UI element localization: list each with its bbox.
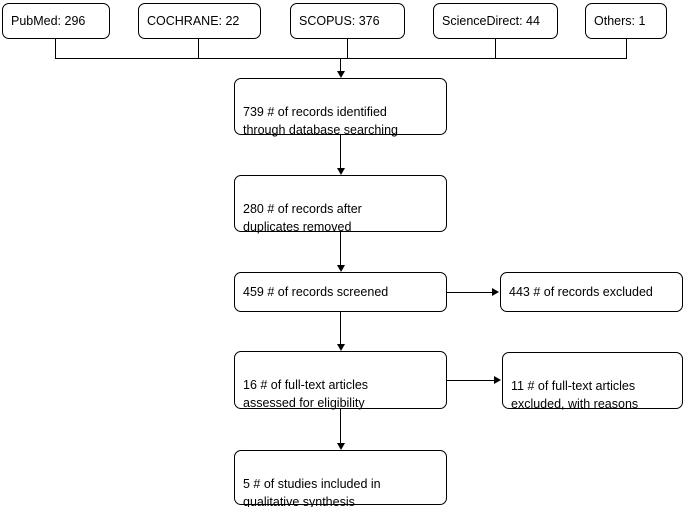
flow-box-full-text-assessed: 16 # of full-text articles assessed for … [234, 351, 447, 410]
source-box-cochrane: COCHRANE: 22 [138, 3, 261, 39]
source-box-scopus: SCOPUS: 376 [290, 3, 405, 39]
source-label-others: Others: 1 [594, 14, 646, 28]
connector-bus-to-records-identified [340, 58, 341, 72]
source-label-sciencedirect: ScienceDirect: 44 [442, 14, 540, 28]
source-box-sciencedirect: ScienceDirect: 44 [433, 3, 558, 39]
connector-fulltext-to-included [340, 409, 341, 443]
source-label-pubmed: PubMed: 296 [11, 14, 86, 28]
connector-stub-scopus [347, 39, 348, 59]
flow-box-records-identified: 739 # of records identified through data… [234, 78, 447, 137]
flow-label-records-screened: 459 # of records screened [243, 285, 389, 299]
source-label-cochrane: COCHRANE: 22 [147, 14, 240, 28]
excluded-box-records-excluded: 443 # of records excluded [500, 272, 683, 312]
connector-stub-others [626, 39, 627, 59]
connector-stub-sciencedirect [495, 39, 496, 59]
arrowhead-to-records-identified [337, 71, 345, 78]
arrowhead-to-records-excluded [492, 288, 499, 296]
excluded-box-full-text-excluded: 11 # of full-text articles excluded, wit… [502, 352, 683, 411]
connector-bus-horizontal [55, 58, 627, 59]
flow-box-records-screened: 459 # of records screened [234, 272, 447, 312]
source-box-pubmed: PubMed: 296 [2, 3, 110, 39]
arrowhead-to-full-text-excluded [494, 376, 501, 384]
arrowhead-to-full-text-assessed [337, 344, 345, 351]
flow-label-studies-included: 5 # of studies included in qualitative s… [243, 477, 381, 507]
connector-identified-to-duplicates [340, 135, 341, 168]
connector-screened-to-fulltext [340, 312, 341, 344]
flow-label-records-identified: 739 # of records identified through data… [243, 105, 398, 137]
source-box-others: Others: 1 [585, 3, 667, 39]
connector-stub-cochrane [198, 39, 199, 59]
excluded-label-full-text-excluded: 11 # of full-text articles excluded, wit… [511, 379, 639, 411]
connector-duplicates-to-screened [340, 232, 341, 265]
connector-stub-pubmed [55, 39, 56, 59]
connector-fulltext-to-excluded [447, 380, 494, 381]
flow-box-studies-included: 5 # of studies included in qualitative s… [234, 450, 447, 507]
arrowhead-to-studies-included [337, 443, 345, 450]
flow-box-records-after-duplicates: 280 # of records after duplicates remove… [234, 175, 447, 234]
arrowhead-to-records-screened [337, 265, 345, 272]
excluded-label-records-excluded: 443 # of records excluded [509, 285, 653, 299]
flow-label-full-text-assessed: 16 # of full-text articles assessed for … [243, 378, 369, 410]
arrowhead-to-records-after-duplicates [337, 168, 345, 175]
connector-screened-to-excluded [447, 292, 492, 293]
source-label-scopus: SCOPUS: 376 [299, 14, 380, 28]
flow-label-records-after-duplicates: 280 # of records after duplicates remove… [243, 202, 362, 234]
